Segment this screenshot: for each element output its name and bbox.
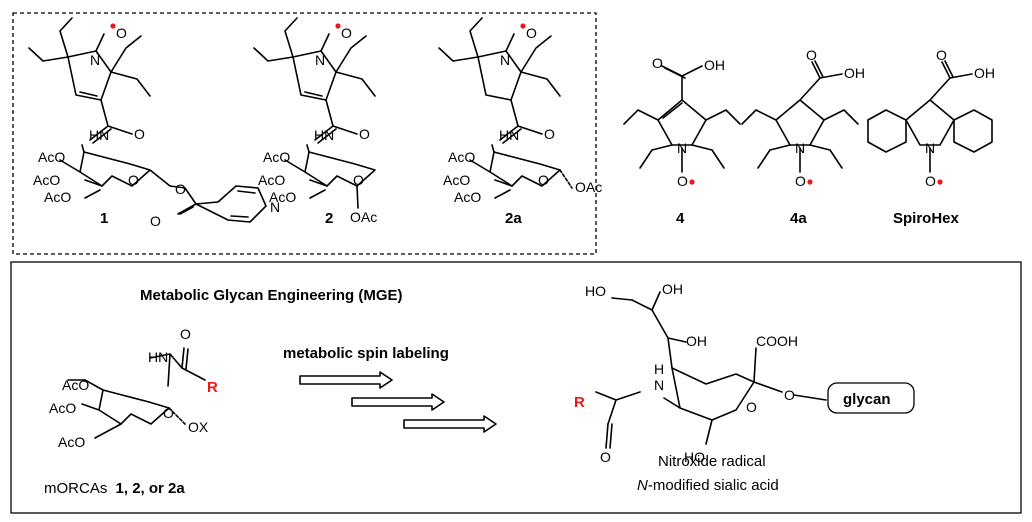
compound-1: O N HN O AcO AcO AcO O O O N 1 [28, 17, 280, 229]
c2-carbonyl-oxygen: O [359, 126, 370, 142]
c2a-anomeric-oac: OAc [575, 179, 602, 195]
c1-aco-top: AcO [38, 149, 65, 165]
reactant-anomeric-ox: OX [188, 419, 209, 435]
mge-reactant: O HN AcO AcO AcO O OX R mORCAs 1, 2, or … [44, 326, 218, 497]
mge-product: HO OH OH COOH N H O O O HO R glycan Nitr… [574, 281, 915, 494]
reactant-r-group: R [207, 379, 218, 396]
dashed-box-compounds [12, 12, 597, 255]
mge-panel-frame [10, 261, 1022, 514]
c1-amide-nh: HN [89, 127, 109, 143]
c4a-ring-nitrogen: N [795, 140, 805, 156]
c1-ester-carbonyl-oxygen: O [150, 213, 161, 229]
c2a-amide-nh: HN [499, 127, 519, 143]
spirohex-carbonyl-oxygen: O [936, 47, 947, 63]
product-caption-line2: N-modified sialic acid [637, 477, 779, 494]
c2a-ring-nitrogen: N [500, 52, 510, 68]
compound-1-label: 1 [100, 210, 108, 227]
compound-4-label: 4 [676, 210, 685, 227]
c2-aco-mid: AcO [258, 172, 285, 188]
compound-2: O N HN O AcO AcO AcO O OAc 2 [253, 17, 377, 227]
c2a-ring-oxygen: O [538, 172, 549, 188]
product-ho-terminal: HO [585, 283, 606, 299]
compound-2a-label: 2a [505, 210, 522, 227]
c1-nitroxide-oxygen: O [116, 25, 127, 41]
c1-ring-nitrogen: N [90, 52, 100, 68]
reactant-aco-bottom: AcO [58, 434, 85, 450]
compound-spirohex-label: SpiroHex [893, 210, 960, 227]
spirohex-hydroxyl: OH [974, 65, 995, 81]
reactant-caption: mORCAs 1, 2, or 2a [44, 480, 185, 497]
compound-spirohex: O OH N O SpiroHex [867, 47, 995, 227]
product-oh-c8: OH [662, 281, 683, 297]
c2-ring-oxygen: O [353, 172, 364, 188]
compound-4a: O OH N O 4a [741, 47, 865, 227]
c1-aco-bottom: AcO [44, 189, 71, 205]
product-caption-line1-text: Nitroxide radical [658, 453, 766, 470]
c2-amide-nh: HN [314, 127, 334, 143]
c4-hydroxyl: OH [704, 57, 725, 73]
c2a-aco-top: AcO [448, 149, 475, 165]
c2a-carbonyl-oxygen: O [544, 126, 555, 142]
product-amide-n: N [654, 377, 664, 393]
c4a-nitroxide-oxygen: O [795, 173, 806, 189]
reactant-aco-mid: AcO [49, 400, 76, 416]
reactant-caption-compounds: 1, 2, or 2a [116, 480, 186, 497]
product-ho-c4: HO [684, 449, 705, 465]
c4-ring-nitrogen: N [677, 140, 687, 156]
product-oh-c7: OH [686, 333, 707, 349]
reactant-ring-oxygen: O [163, 405, 174, 421]
product-amide-h: H [654, 361, 664, 377]
product-carbonyl-oxygen: O [600, 449, 611, 465]
c1-ester-oxygen: O [175, 181, 186, 197]
product-cooh: COOH [756, 333, 798, 349]
arrow-label: metabolic spin labeling [283, 345, 449, 362]
c2-anomeric-oac: OAc [350, 209, 377, 225]
spirohex-nitroxide-oxygen: O [925, 173, 936, 189]
arrow-1 [299, 371, 393, 389]
compound-2a: O N HN O AcO AcO AcO O OAc 2a [438, 17, 602, 227]
compound-2-label: 2 [325, 210, 333, 227]
spirohex-ring-nitrogen: N [925, 140, 935, 156]
c4a-hydroxyl: OH [844, 65, 865, 81]
glycan-label: glycan [843, 391, 891, 408]
product-r-group: R [574, 394, 585, 411]
product-caption-n: N [637, 477, 648, 494]
mge-title: Metabolic Glycan Engineering (MGE) [140, 287, 403, 304]
reactant-caption-prefix: mORCAs [44, 480, 107, 497]
c1-aco-mid: AcO [33, 172, 60, 188]
metabolic-arrows [299, 371, 497, 433]
c1-ring-oxygen: O [128, 172, 139, 188]
glycan-box [827, 382, 915, 414]
product-caption-rest: -modified sialic acid [648, 477, 779, 494]
reactant-carbonyl-oxygen: O [180, 326, 191, 342]
c2-aco-bottom: AcO [269, 189, 296, 205]
c2a-nitroxide-oxygen: O [526, 25, 537, 41]
c2-nitroxide-oxygen: O [341, 25, 352, 41]
reactant-amide-nh: HN [148, 349, 168, 365]
compound-4: O OH N O 4 [623, 55, 741, 227]
product-glycosidic-oxygen: O [784, 387, 795, 403]
c1-carbonyl-oxygen: O [134, 126, 145, 142]
c4-nitroxide-oxygen: O [677, 173, 688, 189]
reactant-aco-top: AcO [62, 377, 89, 393]
c2-aco-top: AcO [263, 149, 290, 165]
c1-pyridine-nitrogen: N [270, 199, 280, 215]
c2a-aco-mid: AcO [443, 172, 470, 188]
c4-carbonyl-oxygen: O [652, 55, 663, 71]
c2a-aco-bottom: AcO [454, 189, 481, 205]
product-ring-oxygen: O [746, 399, 757, 415]
product-caption-line1: Nitroxide radical [658, 453, 766, 470]
arrow-2 [351, 393, 445, 411]
compound-4a-label: 4a [790, 210, 807, 227]
arrow-3 [403, 415, 497, 433]
c2-ring-nitrogen: N [315, 52, 325, 68]
c4a-carbonyl-oxygen: O [806, 47, 817, 63]
